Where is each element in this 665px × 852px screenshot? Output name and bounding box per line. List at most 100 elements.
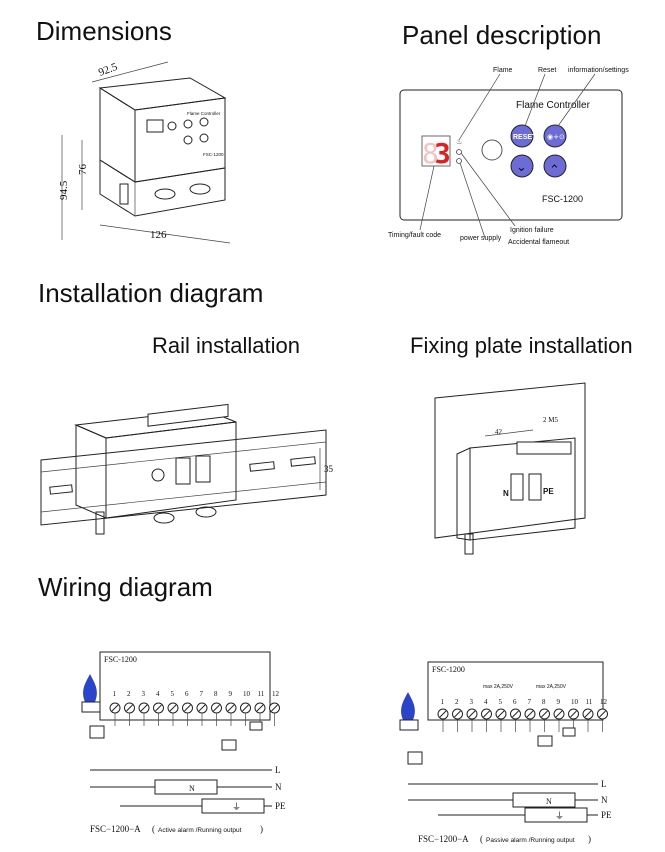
mounting-plate xyxy=(434,382,586,539)
plate-terminal-strip xyxy=(516,441,572,455)
din-rail xyxy=(40,429,327,526)
caption-open-left: ( xyxy=(152,824,155,834)
rail-controller-side xyxy=(75,424,107,519)
terminal-number: 5 xyxy=(499,698,503,706)
terminal-number: 3 xyxy=(470,698,474,706)
terminal-number: 3 xyxy=(142,690,146,698)
plate-sensor-plug xyxy=(464,533,474,555)
front-brand-label: Flame Controller xyxy=(187,111,221,116)
gland xyxy=(151,468,165,482)
label-l-right: L xyxy=(601,779,607,789)
screw-slot xyxy=(497,710,505,718)
digit-value: 3 xyxy=(434,137,451,170)
terminal-number: 11 xyxy=(586,698,593,706)
callout-line-power xyxy=(459,162,486,239)
rail-installation-title: Rail installation xyxy=(152,333,300,358)
callout-ignition: Ignition failure xyxy=(510,227,554,234)
flame-icon-right xyxy=(401,692,415,720)
screw-slot xyxy=(526,710,534,718)
front-button-3 xyxy=(199,117,209,127)
screw-slot xyxy=(454,710,461,718)
controller-top-face xyxy=(98,77,227,111)
terminal-number: 1 xyxy=(441,698,445,706)
rail-installation-drawing: 35 xyxy=(40,403,334,535)
valve-right xyxy=(537,735,553,747)
pe-bus-right xyxy=(524,807,588,823)
screw-slot xyxy=(555,710,563,718)
terminal-number: 9 xyxy=(557,698,561,706)
screw-slot xyxy=(256,704,264,712)
height-total-dimension: 94.5 xyxy=(58,180,70,200)
fixing-plate-installation-title: Fixing plate installation xyxy=(410,333,633,358)
terminal-number: 6 xyxy=(513,698,517,706)
screw-slot xyxy=(271,704,278,712)
panel-brand: Flame Controller xyxy=(516,100,591,111)
callout-flame: Flame xyxy=(493,67,513,74)
ignition-transformer-left xyxy=(89,725,105,739)
screw-slot xyxy=(242,704,249,712)
box-label-left: FSC-1200 xyxy=(104,655,137,664)
screw-slot xyxy=(184,704,191,712)
screw-slot xyxy=(169,704,177,712)
n-bus-left xyxy=(154,779,218,795)
plate-controller-side xyxy=(456,447,471,541)
height-body-dimension: 76 xyxy=(77,164,89,176)
ground-icon-right: ⏚ xyxy=(555,811,564,822)
power-led xyxy=(456,158,462,164)
callout-timing: Timing/fault code xyxy=(388,232,441,239)
screw-slot xyxy=(126,704,133,712)
up-button[interactable] xyxy=(543,154,567,178)
callout-line-info xyxy=(557,73,596,127)
chevron-up-icon: ⌃ xyxy=(549,163,560,178)
controller-box-left xyxy=(99,651,271,721)
caption-note-right: Passive alarm /Running output xyxy=(486,837,575,844)
reset-button-label: RESET xyxy=(513,134,537,141)
screw-slot xyxy=(439,710,447,718)
terminal-number: 8 xyxy=(542,698,546,706)
callout-info: information/settings xyxy=(568,67,629,74)
chevron-down-icon: ⌄ xyxy=(516,160,527,175)
screw-slot xyxy=(541,710,548,718)
front-button-2 xyxy=(183,119,193,129)
screw-slot xyxy=(198,704,206,712)
installation-diagram-title: Installation diagram xyxy=(38,278,264,308)
dimensions-title: Dimensions xyxy=(36,16,172,46)
screw-slot xyxy=(155,704,162,712)
plate-terminal-block-1 xyxy=(510,473,524,501)
label-pe-right: PE xyxy=(601,810,612,820)
rail-height: 35 xyxy=(324,464,334,474)
screw-slot xyxy=(584,710,592,718)
alarm-led xyxy=(456,149,462,155)
digit-placeholder: 8 xyxy=(422,137,439,170)
reset-button[interactable] xyxy=(510,124,534,148)
callout-power: power supply xyxy=(460,235,502,242)
caption-close-right: ) xyxy=(588,834,591,844)
screw-slot xyxy=(483,710,490,718)
cable-hole-1 xyxy=(154,188,176,200)
terminal-number: 6 xyxy=(185,690,189,698)
plate-screws: 2 M5 xyxy=(543,416,558,424)
wiring-diagram-title: Wiring diagram xyxy=(38,572,213,602)
fixing-plate-drawing: 42 2 M5 N PE xyxy=(434,382,586,555)
screw-slot xyxy=(512,710,519,718)
controller-side-face xyxy=(99,87,136,183)
rail-slot-1 xyxy=(49,484,73,495)
label-n-left: N xyxy=(275,782,282,792)
din-rail-edge-2 xyxy=(40,481,327,513)
n-bus-label-left: N xyxy=(189,784,195,793)
caption-note-left: Active alarm /Running output xyxy=(158,827,242,834)
terminal-number: 10 xyxy=(243,690,251,698)
down-button[interactable] xyxy=(510,154,534,178)
width-dimension-line xyxy=(99,224,231,244)
panel-model: FSC-1200 xyxy=(542,194,583,204)
screw-slot xyxy=(570,710,577,718)
plate-spacing: 42 xyxy=(495,428,503,436)
terminal-number: 9 xyxy=(229,690,233,698)
terminal-number: 2 xyxy=(127,690,131,698)
controller-base xyxy=(99,159,226,217)
label-l-left: L xyxy=(275,765,281,775)
info-settings-button[interactable] xyxy=(543,124,567,148)
rail-slot-2 xyxy=(249,461,275,472)
